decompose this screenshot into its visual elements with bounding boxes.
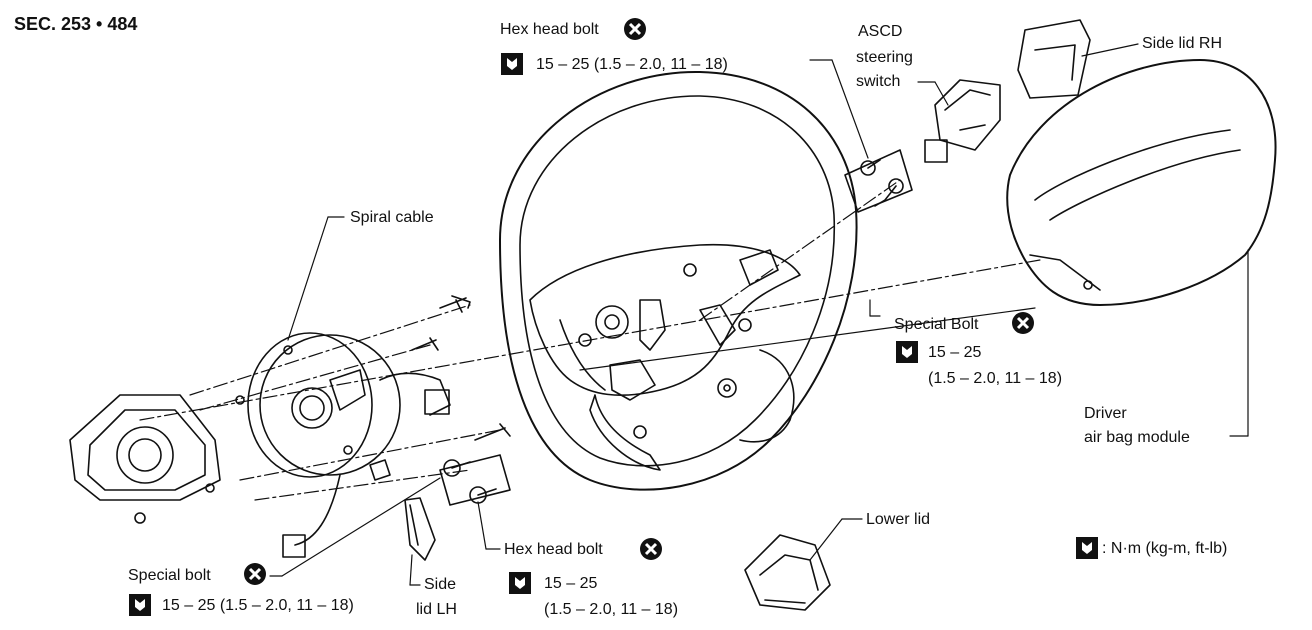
circled-x-icon xyxy=(640,538,662,560)
hex-bolts-upper xyxy=(845,150,912,212)
section-number: SEC. 253 • 484 xyxy=(14,14,138,34)
label-hex-head-bolt-top-torque: 15 – 25 (1.5 – 2.0, 11 – 18) xyxy=(536,56,728,73)
label-special-bolt-right-torque-1: 15 – 25 xyxy=(928,344,982,361)
side-lid-rh xyxy=(1018,20,1090,98)
lower-lid xyxy=(745,535,830,610)
circled-x-icon xyxy=(1012,312,1034,334)
column-housing xyxy=(70,395,220,523)
driver-air-bag-module xyxy=(1007,60,1275,305)
torque-wrench-icon xyxy=(129,594,151,616)
side-lid-lh xyxy=(405,498,435,560)
torque-wrench-icon xyxy=(1076,537,1098,559)
torque-wrench-icon xyxy=(501,53,523,75)
screws-left xyxy=(412,296,510,440)
ascd-switch xyxy=(925,80,1000,162)
legend-units: : N·m (kg-m, ft-lb) xyxy=(1102,540,1228,557)
label-side-lid-lh-2: lid LH xyxy=(416,601,457,618)
steering-wheel xyxy=(500,72,857,490)
torque-wrench-icon xyxy=(509,572,531,594)
torque-wrench-icon xyxy=(896,341,918,363)
label-special-bolt-left-torque: 15 – 25 (1.5 – 2.0, 11 – 18) xyxy=(162,597,354,614)
label-hex-head-bolt-top: Hex head bolt xyxy=(500,21,599,38)
spiral-cable xyxy=(236,333,450,557)
label-ascd-3: switch xyxy=(856,73,901,90)
label-special-bolt-left: Special bolt xyxy=(128,567,211,584)
label-driver: Driver xyxy=(1084,405,1127,422)
label-hex-head-bolt-bottom-torque-2: (1.5 – 2.0, 11 – 18) xyxy=(544,601,679,618)
label-special-bolt-right: Special Bolt xyxy=(894,316,979,333)
label-side-lid-lh-1: Side xyxy=(424,576,457,593)
label-hex-head-bolt-bottom: Hex head bolt xyxy=(504,541,603,558)
hex-bolts-lower xyxy=(440,455,510,505)
label-lower-lid: Lower lid xyxy=(866,511,931,528)
assembly-axis-lines xyxy=(140,180,1040,500)
leader-lines xyxy=(270,44,1248,585)
label-ascd-1: ASCD xyxy=(858,23,903,40)
label-side-lid-rh: Side lid RH xyxy=(1142,35,1223,52)
circled-x-icon xyxy=(624,18,646,40)
label-hex-head-bolt-bottom-torque-1: 15 – 25 xyxy=(544,575,598,592)
label-spiral-cable: Spiral cable xyxy=(350,209,434,226)
label-ascd-2: steering xyxy=(856,49,913,66)
circled-x-icon xyxy=(244,563,266,585)
label-air-bag-module: air bag module xyxy=(1084,429,1190,446)
label-special-bolt-right-torque-2: (1.5 – 2.0, 11 – 18) xyxy=(928,370,1063,387)
